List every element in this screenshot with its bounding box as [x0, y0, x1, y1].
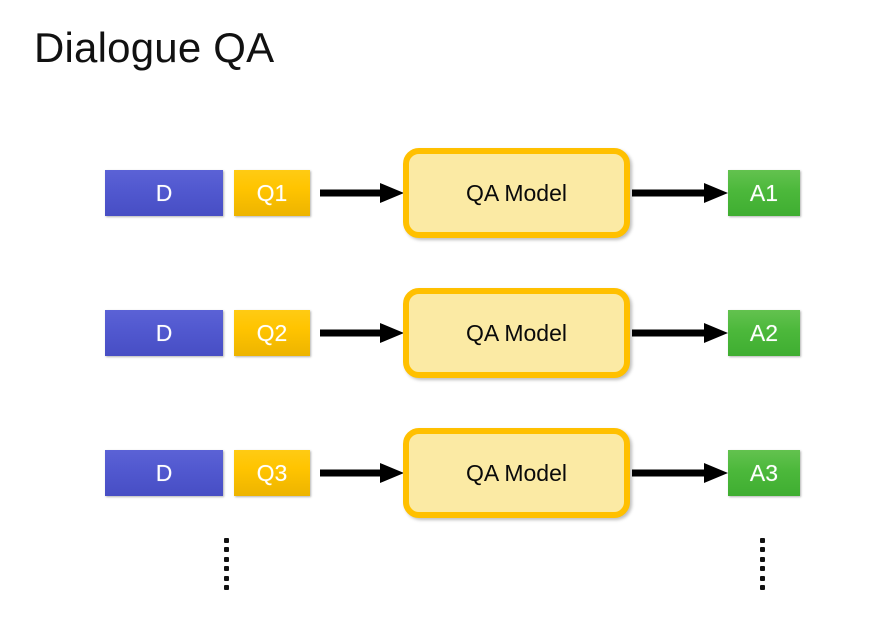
qa-model-label: QA Model — [466, 179, 567, 206]
qa-model-label: QA Model — [466, 459, 567, 486]
ellipsis-dot — [759, 556, 765, 562]
vertical-ellipsis-icon — [755, 538, 769, 590]
answer-box[interactable]: A1 — [728, 170, 800, 216]
qa-model-box[interactable]: QA Model — [403, 288, 630, 378]
document-label: D — [155, 319, 173, 346]
qa-model-box[interactable]: QA Model — [403, 428, 630, 518]
pipeline-row: D Q3 QA Model A3 — [0, 423, 885, 523]
answer-box[interactable]: A2 — [728, 310, 800, 356]
pipeline-row: D Q2 QA Model A2 — [0, 283, 885, 383]
arrow-right-icon — [320, 321, 404, 345]
arrow-right-icon — [632, 181, 728, 205]
document-label: D — [155, 179, 173, 206]
ellipsis-dot — [759, 584, 765, 590]
ellipsis-dot — [223, 556, 229, 562]
question-label: Q2 — [256, 319, 288, 346]
ellipsis-dot — [759, 538, 765, 543]
question-box[interactable]: Q3 — [234, 450, 310, 496]
document-box[interactable]: D — [105, 170, 223, 216]
question-label: Q3 — [256, 459, 288, 486]
answer-label: A3 — [749, 459, 779, 486]
document-label: D — [155, 459, 173, 486]
ellipsis-dot — [223, 547, 229, 553]
ellipsis-dot — [223, 566, 229, 572]
page-title: Dialogue QA — [34, 24, 275, 71]
vertical-ellipsis-icon — [219, 538, 233, 590]
document-box[interactable]: D — [105, 450, 223, 496]
qa-model-box[interactable]: QA Model — [403, 148, 630, 238]
arrow-right-icon — [320, 181, 404, 205]
ellipsis-dot — [759, 566, 765, 572]
question-box[interactable]: Q1 — [234, 170, 310, 216]
ellipsis-dot — [223, 575, 229, 581]
arrow-right-icon — [632, 321, 728, 345]
document-box[interactable]: D — [105, 310, 223, 356]
ellipsis-dot — [223, 584, 229, 590]
answer-box[interactable]: A3 — [728, 450, 800, 496]
ellipsis-dot — [759, 575, 765, 581]
arrow-right-icon — [632, 461, 728, 485]
qa-model-label: QA Model — [466, 319, 567, 346]
arrow-right-icon — [320, 461, 404, 485]
ellipsis-dot — [759, 547, 765, 553]
answer-label: A2 — [749, 319, 779, 346]
question-label: Q1 — [256, 179, 288, 206]
pipeline-row: D Q1 QA Model A1 — [0, 143, 885, 243]
question-box[interactable]: Q2 — [234, 310, 310, 356]
answer-label: A1 — [749, 179, 779, 206]
ellipsis-dot — [223, 538, 229, 543]
